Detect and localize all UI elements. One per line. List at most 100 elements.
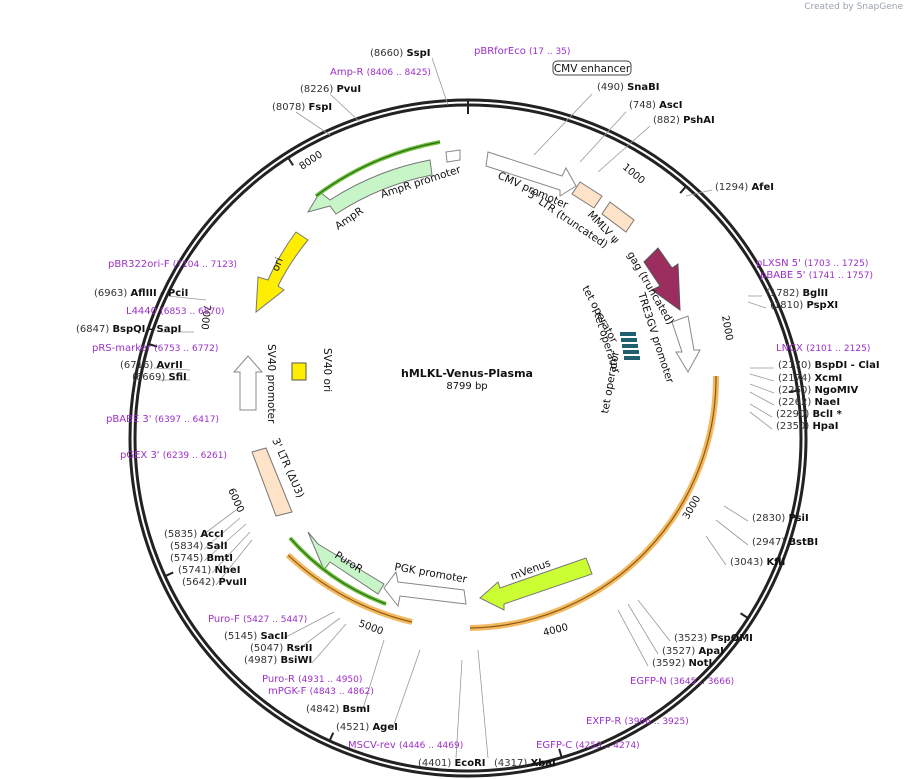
restriction-site-avrii[interactable]: (6716) AvrII bbox=[120, 360, 183, 371]
primer-plxsn5[interactable]: pLXSN 5' (1703 .. 1725) bbox=[756, 258, 868, 269]
leader-line bbox=[391, 649, 421, 731]
leader-line bbox=[749, 403, 773, 418]
restriction-site-pvuii[interactable]: (5642) PvuII bbox=[182, 577, 247, 588]
restriction-site-fspi[interactable]: (8078) FspI bbox=[272, 102, 332, 113]
restriction-site-agei[interactable]: (4521) AgeI bbox=[336, 722, 398, 733]
restriction-site-ecori[interactable]: (4401) EcoRI bbox=[418, 758, 486, 769]
leader-line bbox=[685, 189, 713, 197]
leader-line bbox=[533, 93, 593, 156]
restriction-site-pvui[interactable]: (8226) PvuI bbox=[300, 84, 361, 95]
restriction-site-bcli[interactable]: (2290) BclI * bbox=[776, 409, 843, 420]
leader-line bbox=[749, 383, 775, 394]
leader-line bbox=[153, 367, 191, 371]
primer-pbabe3[interactable]: pBABE 3' (6397 .. 6417) bbox=[106, 414, 219, 425]
leader-line bbox=[455, 659, 463, 759]
ampr-promoter-arrow[interactable] bbox=[445, 149, 461, 163]
leader-line bbox=[215, 539, 253, 586]
tet3-label: tet operator bbox=[599, 350, 622, 415]
restriction-site-sfii[interactable]: (6669) SfiI bbox=[132, 372, 187, 383]
backbone-outer bbox=[128, 98, 808, 778]
ltr5-box[interactable] bbox=[571, 181, 603, 209]
sv40-promoter-arrow[interactable] bbox=[232, 355, 264, 411]
primer-pgex3[interactable]: pGEX 3' (6239 .. 6261) bbox=[120, 450, 227, 461]
mmlv-psi-box[interactable] bbox=[601, 201, 635, 233]
primer-purof[interactable]: Puro-F (5427 .. 5447) bbox=[208, 614, 307, 625]
backbone-inner bbox=[133, 103, 803, 773]
leader-line bbox=[361, 639, 385, 713]
gag-arrow[interactable] bbox=[643, 247, 681, 312]
ltr3-box[interactable] bbox=[251, 447, 293, 517]
restriction-site-asci[interactable]: (748) AscI bbox=[629, 100, 682, 111]
puro-green-line bbox=[289, 537, 387, 605]
leader-line bbox=[749, 391, 775, 406]
restriction-site-psii[interactable]: (2830) PsiI bbox=[752, 513, 809, 524]
sv40-ori-box[interactable] bbox=[291, 362, 307, 381]
tick-1000: 1000 bbox=[620, 162, 647, 187]
restriction-site-acci[interactable]: (5835) AccI bbox=[164, 529, 224, 540]
restriction-site-bsiwi[interactable]: (4987) BsiWI bbox=[244, 655, 312, 666]
restriction-site-bglii[interactable]: (1782) BglII bbox=[766, 288, 828, 299]
primer-lncx[interactable]: LNCX (2101 .. 2125) bbox=[776, 343, 870, 354]
restriction-site-noti[interactable]: (3592) NotI bbox=[652, 658, 712, 669]
ori-arrow[interactable] bbox=[255, 231, 309, 314]
restriction-site-bsmi[interactable]: (4842) BsmI bbox=[306, 704, 370, 715]
mvenus-arrow[interactable] bbox=[479, 557, 593, 611]
tick-mark bbox=[558, 748, 563, 758]
ampr-arrow[interactable] bbox=[306, 159, 433, 215]
pgk-label: PGK promoter bbox=[393, 561, 468, 586]
restriction-site-sali[interactable]: (5834) SalI bbox=[170, 541, 228, 552]
tick-4000: 4000 bbox=[542, 622, 569, 639]
primer-pbrforeco[interactable]: pBRforEco (17 .. 35) bbox=[474, 46, 570, 57]
restriction-site-bstbi[interactable]: (2947) BstBI bbox=[752, 537, 818, 548]
leader-line bbox=[627, 603, 659, 655]
cmv-enhancer-label: CMV enhancer bbox=[554, 63, 631, 75]
plasmid-size: 8799 bp bbox=[446, 381, 487, 392]
restriction-site-hpai[interactable]: (2350) HpaI bbox=[776, 421, 838, 432]
restriction-site-apai[interactable]: (3527) ApaI bbox=[662, 646, 724, 657]
cmv-promoter-arrow[interactable] bbox=[485, 151, 577, 197]
tet-operator-stack[interactable] bbox=[620, 332, 640, 360]
restriction-site-bspdi[interactable]: (2170) BspDI - ClaI bbox=[778, 360, 880, 371]
primer-egfpc[interactable]: EGFP-C (4253 .. 4274) bbox=[536, 740, 640, 751]
tre3gv-arrow[interactable] bbox=[671, 315, 701, 374]
primer-ampr[interactable]: Amp-R (8406 .. 8425) bbox=[330, 67, 431, 78]
tick-mark bbox=[679, 185, 687, 194]
restriction-site-bspqi[interactable]: (6847) BspQI - SapI bbox=[76, 324, 181, 335]
restriction-site-xbai[interactable]: (4317) XbaI bbox=[494, 758, 556, 769]
restriction-site-pshai[interactable]: (882) PshAI bbox=[653, 115, 715, 126]
leader-line bbox=[749, 411, 773, 430]
restriction-site-ngomiv[interactable]: (2260) NgoMIV bbox=[778, 385, 859, 396]
leader-line bbox=[715, 519, 749, 546]
primer-mscvrev[interactable]: MSCV-rev (4446 .. 4469) bbox=[348, 740, 463, 751]
restriction-site-xcmi[interactable]: (2174) XcmI bbox=[778, 373, 842, 384]
primer-prsmarker[interactable]: pRS-marker (6753 .. 6772) bbox=[92, 343, 218, 354]
primer-l4440[interactable]: L4440 (6853 .. 6870) bbox=[126, 306, 224, 317]
leader-line bbox=[295, 617, 341, 652]
restriction-site-afliii[interactable]: (6963) AflIII - PciI bbox=[94, 288, 188, 299]
restriction-site-rsrii[interactable]: (5047) RsrII bbox=[250, 643, 312, 654]
restriction-site-pspomi[interactable]: (3523) PspOMI bbox=[674, 633, 753, 644]
primer-mpgkf[interactable]: mPGK-F (4843 .. 4862) bbox=[268, 686, 374, 697]
restriction-site-sspi[interactable]: (8660) SspI bbox=[370, 48, 430, 59]
leader-line bbox=[203, 523, 247, 562]
primer-puror[interactable]: Puro-R (4931 .. 4950) bbox=[262, 674, 362, 685]
restriction-site-afei[interactable]: (1294) AfeI bbox=[715, 182, 774, 193]
leader-line bbox=[295, 111, 331, 136]
restriction-site-pspxi[interactable]: (1810) PspXI bbox=[770, 300, 838, 311]
restriction-site-bmti[interactable]: (5745) BmtI bbox=[170, 553, 233, 564]
restriction-site-nhei[interactable]: (5741) NheI bbox=[178, 565, 240, 576]
primer-pbabe5[interactable]: pBABE 5' (1741 .. 1757) bbox=[760, 270, 873, 281]
tick-marks bbox=[148, 157, 798, 758]
primer-egfpn[interactable]: EGFP-N (3645 .. 3666) bbox=[630, 676, 734, 687]
primer-pbr322orif[interactable]: pBR322ori-F (7104 .. 7123) bbox=[108, 259, 237, 270]
restriction-site-sacii[interactable]: (5145) SacII bbox=[224, 631, 288, 642]
restriction-site-kfli[interactable]: (3043) KflI bbox=[730, 557, 785, 568]
primer-exfpr[interactable]: EXFP-R (3906 .. 3925) bbox=[586, 716, 689, 727]
restriction-site-snabi[interactable]: (490) SnaBI bbox=[597, 82, 660, 93]
leader-line bbox=[705, 535, 727, 566]
sv40-ori-label: SV40 ori bbox=[321, 348, 333, 392]
puror-arrow[interactable] bbox=[307, 531, 385, 595]
restriction-site-naei[interactable]: (2262) NaeI bbox=[778, 397, 840, 408]
pgk-promoter-arrow[interactable] bbox=[383, 570, 467, 608]
